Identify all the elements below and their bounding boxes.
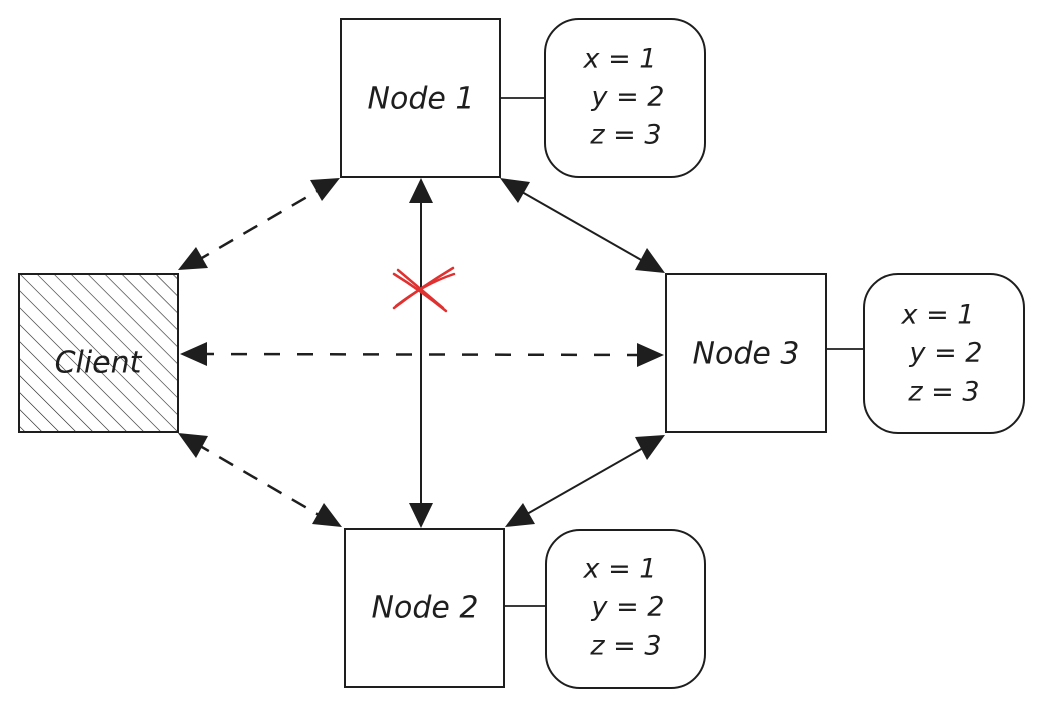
arrowhead-client-node3-end xyxy=(637,343,664,367)
arrowhead-node1-node3-start xyxy=(500,178,530,203)
edge-client-node1[interactable] xyxy=(194,185,325,264)
node-3[interactable]: Node 3 xyxy=(665,273,827,433)
arrowhead-node2-node3-start xyxy=(505,503,535,527)
node-2-label: Node 2 xyxy=(372,591,479,626)
arrowhead-client-node3-start xyxy=(180,342,207,366)
node-2-state-x: x = 1 xyxy=(583,554,657,585)
edge-node1-node3[interactable] xyxy=(514,187,651,266)
partition-x-icon xyxy=(392,266,456,313)
node-1-state-box[interactable]: x = 1 y = 2 z = 3 xyxy=(544,18,706,178)
client-box[interactable]: Client xyxy=(18,273,179,433)
arrowhead-node2-node3-end xyxy=(635,435,665,460)
arrowhead-client-node2-end xyxy=(312,503,342,527)
edge-node2-node3[interactable] xyxy=(519,443,651,519)
node-2-state-box[interactable]: x = 1 y = 2 z = 3 xyxy=(545,529,706,689)
client-label: Client xyxy=(55,346,143,381)
edge-client-node3[interactable] xyxy=(197,352,647,357)
node-3-state-box[interactable]: x = 1 y = 2 z = 3 xyxy=(863,273,1025,434)
node-2[interactable]: Node 2 xyxy=(344,528,505,688)
node-3-label: Node 3 xyxy=(693,337,800,372)
node-1-box[interactable] xyxy=(340,18,501,178)
edge-client-node2[interactable] xyxy=(194,441,325,520)
edges xyxy=(178,178,665,528)
node-2-state-y: y = 2 xyxy=(591,592,665,623)
node-1-state-x: x = 1 xyxy=(583,44,657,75)
arrowhead-node1-node2-end xyxy=(409,503,433,528)
node-1-state-y: y = 2 xyxy=(591,82,665,113)
node-1-state-z: z = 3 xyxy=(589,120,661,151)
node-3-state-x: x = 1 xyxy=(901,300,975,331)
node-1[interactable]: Node 1 xyxy=(340,18,501,178)
arrowhead-node1-node2-start xyxy=(409,178,433,203)
arrowhead-client-node1-end xyxy=(310,178,340,201)
node-3-state-z: z = 3 xyxy=(907,377,979,408)
arrowhead-client-node1-start xyxy=(178,247,208,270)
node-3-box[interactable] xyxy=(665,273,827,433)
arrowhead-node1-node3-end xyxy=(635,248,665,273)
node-2-state-z: z = 3 xyxy=(589,631,661,662)
node-3-state-y: y = 2 xyxy=(909,338,983,369)
arrowhead-client-node2-start xyxy=(178,433,208,458)
node-1-label: Node 1 xyxy=(368,82,475,117)
node-2-box[interactable] xyxy=(344,528,505,688)
